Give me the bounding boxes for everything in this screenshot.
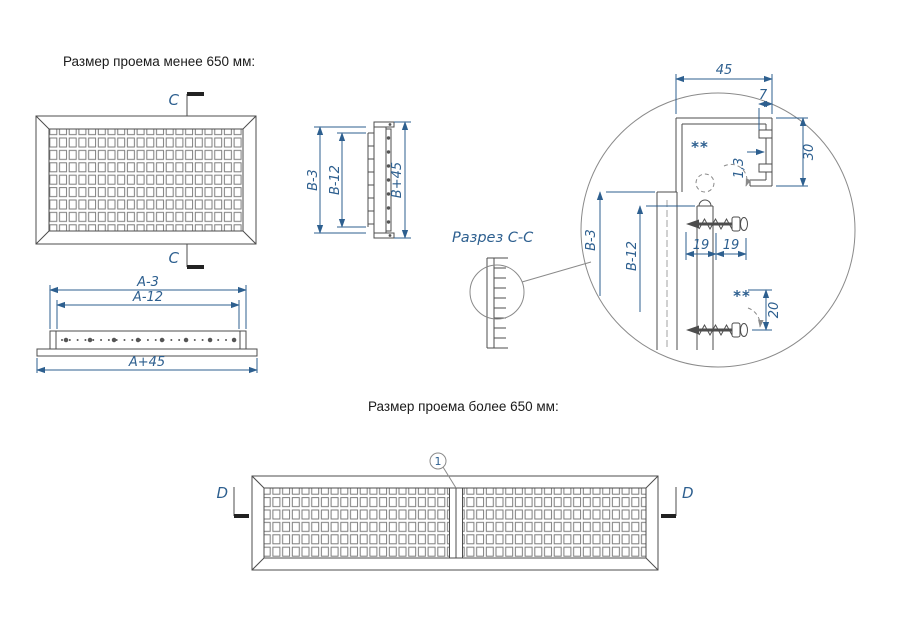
section-cc-view: Разрез C-C	[452, 230, 592, 349]
detail-circle-boundary	[580, 92, 856, 368]
joint-strip	[449, 488, 463, 558]
large-grille-view: 1 D D	[216, 452, 694, 571]
detail-circle-view: 45 7 30 1,3 B-3 B-12	[580, 63, 856, 368]
dim-label-detail-b-minus-12: B-12	[625, 241, 640, 271]
cut-label-c-bottom: C	[169, 249, 180, 267]
section-mark-c: C C	[169, 91, 204, 269]
dim-label-20: 20	[767, 302, 782, 319]
dim-label-1-3: 1,3	[732, 158, 747, 179]
dim-label-7: 7	[759, 88, 768, 103]
rotation-arrow-lower	[747, 307, 764, 328]
dim-label-30: 30	[802, 144, 817, 161]
callout-1: 1	[429, 452, 457, 489]
note-asterisks-top: **	[691, 138, 709, 156]
dim-label-a-plus-45: A+45	[128, 355, 165, 370]
dim-label-b-minus-12: B-12	[328, 165, 343, 195]
self-tapping-screw-lower	[684, 307, 764, 339]
cut-label-c-top: C	[169, 91, 180, 109]
dim-label-b-plus-45: B+45	[390, 162, 405, 198]
section-mark-d: D D	[216, 484, 694, 518]
dim-label-19-right: 19	[723, 238, 740, 253]
cut-label-d-left: D	[216, 484, 228, 502]
dim-label-19-left: 19	[693, 238, 710, 253]
note-asterisks-bottom: **	[733, 287, 751, 305]
front-view-grille	[35, 115, 257, 245]
dim-label-b-minus-3: B-3	[306, 169, 321, 191]
dim-label-45: 45	[716, 63, 733, 78]
side-view-dimensions: B+45 B-3 B-12	[306, 121, 411, 239]
dim-label-a-minus-3: A-3	[136, 275, 159, 290]
detail-source-circle	[469, 264, 525, 320]
dim-label-a-minus-12: A-12	[132, 290, 163, 305]
detail-leader-line	[521, 261, 592, 283]
side-view	[367, 121, 395, 239]
section-cc-label: Разрез C-C	[452, 230, 534, 246]
heading-large-opening: Размер проема более 650 мм:	[368, 399, 559, 414]
cut-label-d-right: D	[682, 484, 694, 502]
heading-small-opening: Размер проема менее 650 мм:	[63, 54, 255, 69]
detail-dimensions: 45 7 30 1,3 B-3 B-12	[584, 63, 817, 331]
top-view	[36, 330, 258, 357]
dim-label-detail-b-minus-3: B-3	[584, 229, 599, 251]
callout-1-label: 1	[435, 455, 442, 468]
top-view-dimensions: A-3 A-12 A+45	[36, 275, 258, 374]
detail-part-geometry	[656, 117, 773, 350]
